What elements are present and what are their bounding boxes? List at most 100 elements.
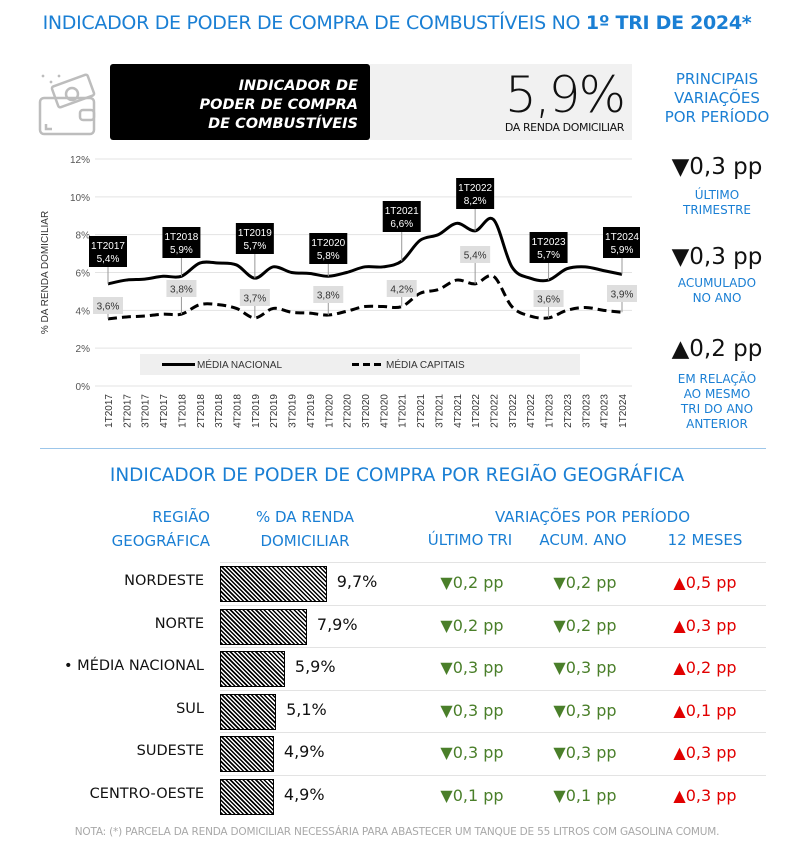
x-tick-label: 4T2019 bbox=[306, 394, 317, 428]
row-separator bbox=[220, 647, 766, 648]
row-separator bbox=[220, 562, 766, 563]
pct-bar bbox=[220, 608, 307, 645]
section-title: INDICADOR DE PODER DE COMPRA POR REGIÃO … bbox=[109, 465, 685, 486]
title-text: INDICADOR DE PODER DE COMPRA DE COMBUSTÍ… bbox=[42, 12, 586, 34]
y-tick-label: 0% bbox=[76, 382, 91, 393]
x-tick-label: 3T2019 bbox=[288, 394, 299, 428]
last-tri-variation: ▼0,1 pp bbox=[440, 785, 504, 805]
x-tick-label: 2T2017 bbox=[122, 394, 133, 428]
callout-box-capitais bbox=[166, 280, 197, 297]
x-tick-label: 2T2019 bbox=[269, 394, 280, 428]
x-tick-label: 3T2020 bbox=[361, 394, 372, 428]
callout-value-capitais: 3,6% bbox=[537, 295, 560, 306]
x-tick-label: 4T2023 bbox=[600, 394, 611, 428]
header-line: PODER DE COMPRA bbox=[199, 97, 358, 113]
callout-value-nacional: 5,8% bbox=[317, 251, 340, 262]
indicator-value: 5,9% bbox=[504, 66, 626, 124]
row-separator bbox=[220, 604, 766, 606]
pct-value: 4,9% bbox=[283, 784, 325, 804]
callout-box-nacional bbox=[382, 201, 421, 232]
x-tick-label: 1T2018 bbox=[177, 394, 188, 428]
y-tick-label: 12% bbox=[70, 155, 90, 166]
header-region: REGIÃO GEOGRÁFICA bbox=[80, 505, 210, 553]
series-line-media-nacional bbox=[107, 216, 623, 286]
row-separator bbox=[220, 689, 766, 691]
callout-value-nacional: 5,9% bbox=[170, 245, 193, 256]
panel-title: VARIAÇÕES bbox=[674, 89, 760, 107]
header-12-months: 12 MESES bbox=[667, 531, 743, 549]
header-text: DOMICILIAR bbox=[260, 532, 350, 550]
x-tick-label: 1T2023 bbox=[545, 394, 556, 428]
callout-box-capitais bbox=[533, 290, 564, 307]
variation-label: TRIMESTRE bbox=[682, 203, 751, 217]
x-tick-label: 1T2021 bbox=[398, 394, 409, 428]
callout-period: 1T2017 bbox=[91, 241, 125, 252]
callout-box-nacional bbox=[529, 232, 568, 263]
title-period: 1º TRI DE 2024* bbox=[585, 12, 752, 34]
callout-period: 1T2021 bbox=[385, 206, 419, 217]
region-name: NORTE bbox=[154, 615, 204, 632]
pct-value: 7,9% bbox=[316, 614, 358, 634]
indicator-title-box: INDICADOR DE PODER DE COMPRA DE COMBUSTÍ… bbox=[110, 64, 370, 140]
last-tri-variation: ▼0,2 pp bbox=[440, 615, 504, 635]
header-pct: % DA RENDA DOMICILIAR bbox=[240, 505, 370, 553]
table-row: SUL 5,1% ▼0,3 pp ▼0,3 pp ▲0,1 pp bbox=[40, 689, 766, 732]
callout-box-capitais bbox=[239, 289, 270, 306]
header-text: REGIÃO bbox=[152, 508, 210, 526]
ytd-variation: ▼0,3 pp bbox=[553, 658, 617, 677]
header-variations: VARIAÇÕES POR PERÍODO bbox=[494, 508, 691, 526]
y-tick-label: 2% bbox=[76, 344, 91, 355]
variation-last-quarter: ▼0,3 pp bbox=[671, 154, 763, 180]
12-month-variation: ▲0,3 pp bbox=[673, 785, 737, 805]
pct-bar bbox=[220, 651, 285, 687]
variation-label: EM RELAÇÃO bbox=[677, 372, 757, 386]
table-row: NORDESTE 9,7% ▼0,2 pp ▼0,2 pp ▲0,5 pp bbox=[40, 562, 766, 604]
12-month-variation: ▲0,1 pp bbox=[673, 700, 737, 720]
x-tick-label: 2T2020 bbox=[343, 394, 354, 428]
variation-label: TRI DO ANO bbox=[680, 402, 754, 416]
row-separator bbox=[220, 774, 766, 776]
indicator-unit: DA RENDA DOMICILIAR bbox=[504, 121, 625, 134]
table-row: SUDESTE 4,9% ▼0,3 pp ▼0,3 pp ▲0,3 pp bbox=[40, 732, 766, 774]
callout-box-capitais bbox=[607, 285, 637, 302]
legend-label: MÉDIA CAPITAIS bbox=[386, 358, 465, 371]
panel-title: PRINCIPAIS bbox=[675, 70, 759, 88]
main-variations-panel: PRINCIPAIS VARIAÇÕES POR PERÍODO ▼0,3 pp… bbox=[642, 70, 792, 431]
callout-value-nacional: 5,9% bbox=[611, 245, 634, 256]
callout-period: 1T2024 bbox=[605, 232, 639, 243]
callout-box-nacional bbox=[309, 233, 348, 264]
callout-value-capitais: 3,9% bbox=[611, 290, 634, 301]
header-text: % DA RENDA bbox=[255, 508, 354, 526]
pct-bar bbox=[220, 778, 274, 815]
region-name: SUL bbox=[176, 700, 204, 717]
ytd-variation: ▼0,3 pp bbox=[553, 743, 617, 762]
pct-bar bbox=[220, 693, 277, 730]
x-tick-label: 3T2023 bbox=[581, 394, 592, 428]
callout-period: 1T2022 bbox=[458, 183, 492, 194]
last-tri-variation: ▼0,3 pp bbox=[440, 658, 504, 677]
y-tick-label: 4% bbox=[76, 306, 91, 317]
callout-value-capitais: 4,2% bbox=[390, 285, 413, 296]
header-text: GEOGRÁFICA bbox=[111, 532, 210, 550]
x-tick-label: 1T2020 bbox=[324, 394, 335, 428]
region-name: SUDESTE bbox=[136, 743, 204, 759]
callout-box-nacional bbox=[235, 223, 274, 254]
variation-label: ÚLTIMO bbox=[694, 188, 740, 202]
panel-title: POR PERÍODO bbox=[664, 108, 770, 126]
callout-value-capitais: 3,8% bbox=[170, 285, 193, 296]
x-tick-label: 2T2021 bbox=[416, 394, 427, 428]
callout-period: 1T2020 bbox=[311, 238, 345, 249]
section-divider bbox=[40, 448, 766, 449]
callout-box-capitais bbox=[313, 286, 344, 303]
row-separator bbox=[220, 732, 766, 733]
page-title: INDICADOR DE PODER DE COMPRA DE COMBUSTÍ… bbox=[0, 12, 794, 34]
pct-value: 9,7% bbox=[336, 572, 378, 591]
pct-value: 5,9% bbox=[294, 657, 336, 676]
callout-value-capitais: 3,7% bbox=[243, 294, 266, 305]
x-tick-label: 4T2020 bbox=[379, 394, 390, 428]
callout-box-nacional bbox=[456, 178, 495, 209]
x-tick-label: 4T2017 bbox=[159, 394, 170, 428]
header-line: DE COMBUSTÍVEIS bbox=[208, 116, 358, 132]
x-tick-label: 4T2018 bbox=[233, 394, 244, 428]
callout-box-nacional bbox=[89, 236, 127, 267]
